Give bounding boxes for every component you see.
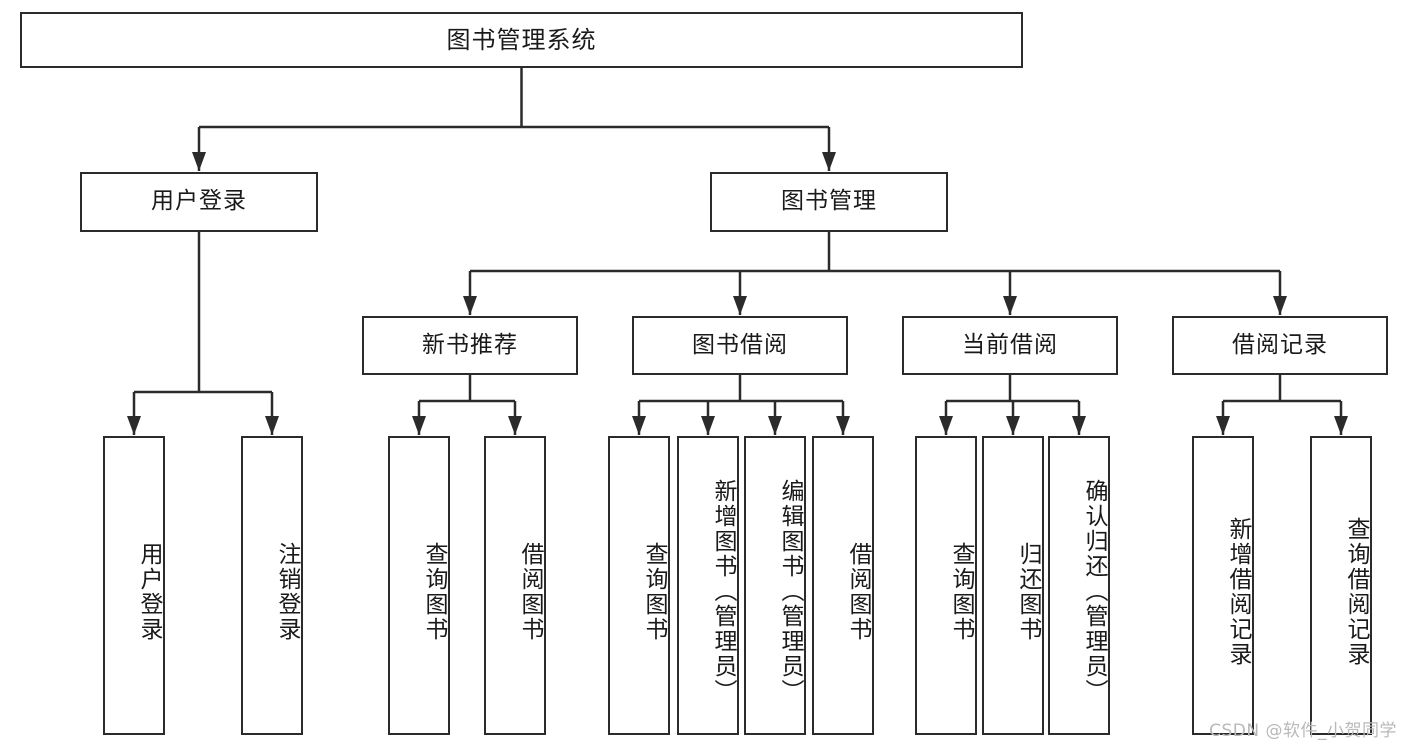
node-leaf-nb-query[interactable]: 查询图书 [388,436,450,735]
arrowhead-icon [822,152,836,171]
node-label: 注销登录 [274,541,300,642]
node-label: 图书管理 [781,188,877,215]
arrowhead-icon [127,416,141,435]
node-label: 新增图书（管理员） [710,479,736,704]
node-label: 借阅图书 [517,541,543,642]
arrowhead-icon [1273,296,1287,315]
arrowhead-icon [1003,296,1017,315]
arrowhead-icon [1216,416,1230,435]
node-leaf-re-query[interactable]: 查询借阅记录 [1310,436,1372,735]
arrowhead-icon [768,416,782,435]
node-label: 图书管理系统 [446,25,597,54]
arrowhead-icon [733,296,747,315]
node-borrow[interactable]: 图书借阅 [632,316,848,375]
arrowhead-icon [701,416,715,435]
node-label: 图书借阅 [692,331,788,358]
node-root[interactable]: 图书管理系统 [20,12,1023,68]
node-leaf-nb-borrow[interactable]: 借阅图书 [484,436,546,735]
node-label: 当前借阅 [962,331,1058,358]
arrowhead-icon [412,416,426,435]
arrowhead-icon [265,416,279,435]
node-label: 查询图书 [948,541,974,642]
node-label: 查询图书 [641,541,667,642]
arrowhead-icon [463,296,477,315]
node-label: 新书推荐 [422,331,518,358]
node-leaf-user-login[interactable]: 用户登录 [103,436,165,735]
node-newbook[interactable]: 新书推荐 [362,316,578,375]
arrowhead-icon [1006,416,1020,435]
node-leaf-bo-borrow[interactable]: 借阅图书 [812,436,874,735]
arrowhead-icon [836,416,850,435]
node-label: 归还图书 [1015,541,1041,642]
node-leaf-bo-edit[interactable]: 编辑图书（管理员） [744,436,806,735]
node-current[interactable]: 当前借阅 [902,316,1118,375]
node-leaf-cu-return[interactable]: 归还图书 [982,436,1044,735]
arrowhead-icon [1072,416,1086,435]
node-records[interactable]: 借阅记录 [1172,316,1388,375]
node-leaf-user-logout[interactable]: 注销登录 [241,436,303,735]
node-label: 查询借阅记录 [1343,516,1369,667]
arrowhead-icon [632,416,646,435]
node-leaf-cu-query[interactable]: 查询图书 [915,436,977,735]
arrowhead-icon [192,152,206,171]
arrowhead-icon [508,416,522,435]
node-login[interactable]: 用户登录 [80,172,318,232]
csdn-watermark: CSDN @软件_小贺同学 [1209,721,1397,741]
node-leaf-cu-confirm[interactable]: 确认归还（管理员） [1048,436,1110,735]
arrowhead-icon [1334,416,1348,435]
node-label: 查询图书 [421,541,447,642]
arrowhead-icon [939,416,953,435]
node-bookmgmt[interactable]: 图书管理 [710,172,948,232]
node-leaf-bo-query[interactable]: 查询图书 [608,436,670,735]
node-label: 编辑图书（管理员） [777,479,803,704]
node-label: 借阅图书 [845,541,871,642]
node-label: 用户登录 [136,541,162,642]
node-label: 借阅记录 [1232,331,1328,358]
node-leaf-bo-add[interactable]: 新增图书（管理员） [677,436,739,735]
node-label: 用户登录 [151,188,247,215]
node-label: 新增借阅记录 [1225,516,1251,667]
node-label: 确认归还（管理员） [1081,479,1107,704]
node-leaf-re-add[interactable]: 新增借阅记录 [1192,436,1254,735]
